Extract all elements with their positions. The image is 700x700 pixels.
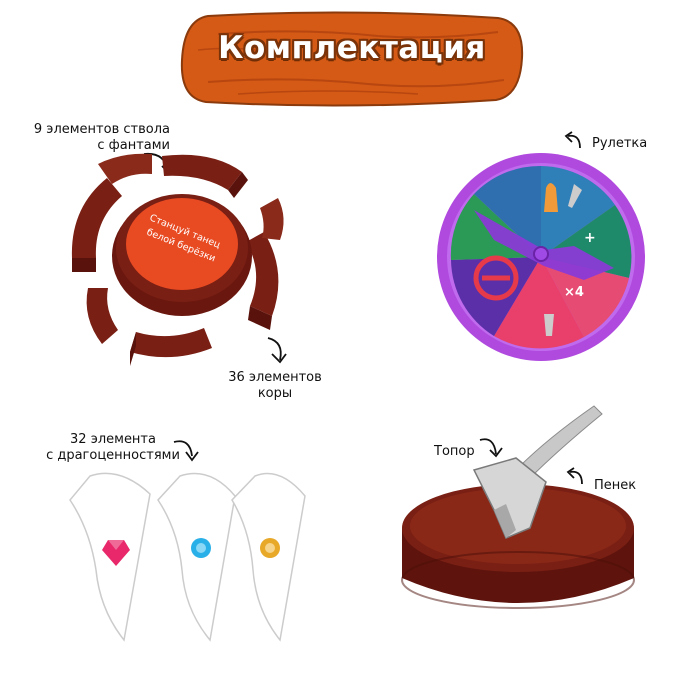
curved-arrow-icon — [267, 337, 287, 364]
diamond-gem-icon — [191, 538, 211, 558]
bark-label-line1: 36 элементов — [228, 370, 322, 385]
axe-label: Топор — [434, 444, 475, 459]
gems-elements-label: 32 элемента с драгоценностями — [28, 432, 198, 464]
gems-label-line2: с драгоценностями — [46, 448, 180, 463]
trunk-label-line2: с фантами — [97, 138, 170, 153]
svg-text:×4: ×4 — [564, 285, 584, 300]
trunk-elements-label: 9 элементов ствола с фантами — [10, 122, 170, 154]
bark-elements-label: 36 элементов коры — [205, 370, 345, 402]
curved-arrow-icon — [173, 440, 199, 462]
ruby-gem-icon — [102, 540, 130, 566]
axe-icon — [472, 405, 603, 539]
page-title: Комплектация — [218, 30, 486, 66]
roulette-label: Рулетка — [592, 136, 648, 151]
gem-cards-image — [69, 472, 306, 642]
stump-label: Пенек — [594, 478, 637, 493]
bark-label-line2: коры — [257, 386, 293, 401]
curved-arrow-icon — [566, 467, 583, 485]
roulette-image: + ×4 — [437, 153, 645, 361]
curved-arrow-icon — [479, 438, 503, 458]
stump-axe-image — [401, 405, 635, 609]
topaz-gem-icon — [260, 538, 280, 558]
wood-plank-shape — [180, 11, 524, 107]
title-banner: Комплектация — [178, 10, 526, 108]
trunk-label-line1: 9 элементов ствола — [33, 122, 170, 137]
svg-text:+: + — [584, 230, 596, 246]
trunk-pieces-image: Станцуй танец белой берёзки — [71, 153, 284, 366]
curved-arrow-icon — [564, 131, 581, 149]
gems-label-line1: 32 элемента — [70, 432, 156, 447]
